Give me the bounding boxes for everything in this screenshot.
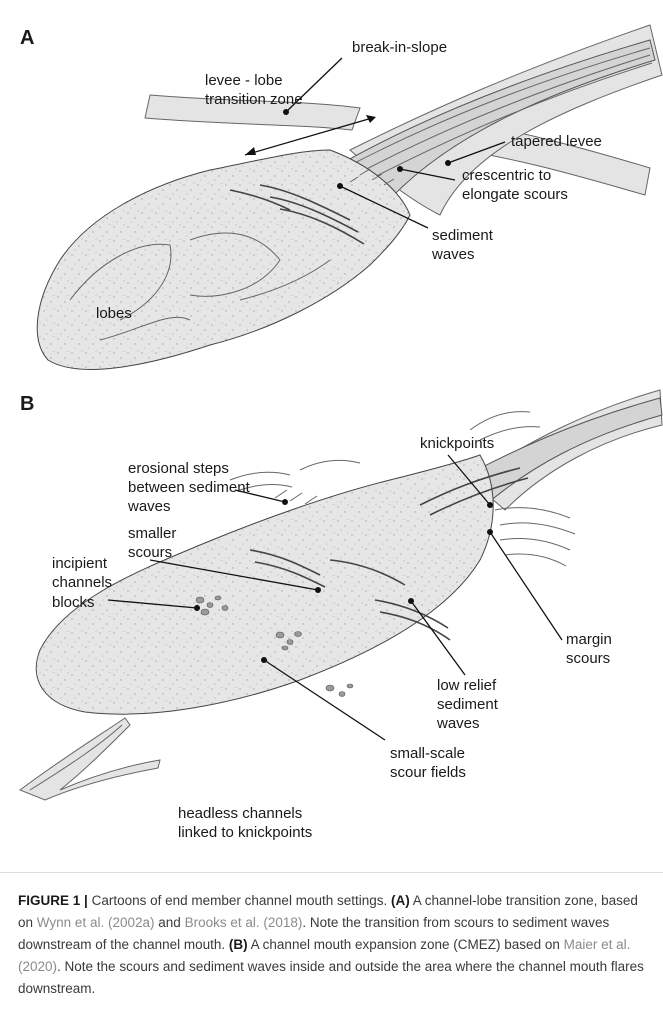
channel-mouth-diagram: A break-in-slope levee - lobe transi xyxy=(0,0,663,870)
scour-sketch xyxy=(275,490,317,504)
small-scale-label-1: small-scale xyxy=(390,745,465,762)
tapered-levee-leader-dot xyxy=(445,160,451,166)
crescentric-leader-dot xyxy=(397,166,403,172)
headless-label-1: headless channels xyxy=(178,805,302,822)
levee-lobe-label-1: levee - lobe xyxy=(205,72,283,89)
lobe-a-texture xyxy=(37,150,410,369)
tapered-levee-label: tapered levee xyxy=(511,133,602,150)
caption-and: and xyxy=(158,915,181,930)
low-relief-leader xyxy=(411,601,465,675)
levee-lobe-arrowhead-left xyxy=(245,147,256,155)
levee-lobe-label-2: transition zone xyxy=(205,91,303,108)
sediment-waves-label-2: waves xyxy=(431,246,475,263)
smaller-scours-label-1: smaller xyxy=(128,525,176,542)
figure-caption: FIGURE 1 | Cartoons of end member channe… xyxy=(18,890,648,1000)
crescentric-label-2: elongate scours xyxy=(462,186,568,203)
low-relief-label-1: low relief xyxy=(437,677,497,694)
small-scale-label-2: scour fields xyxy=(390,764,466,781)
panel-a: A break-in-slope levee - lobe transi xyxy=(20,25,662,369)
low-relief-label-3: waves xyxy=(436,715,480,732)
lobes-label: lobes xyxy=(96,305,132,322)
knickpoints-label: knickpoints xyxy=(420,435,494,452)
erosional-steps-leader-dot xyxy=(282,499,288,505)
knickpoints-leader-dot xyxy=(487,502,493,508)
caption-b-marker: (B) xyxy=(229,937,248,952)
incipient-channels-leader-dot xyxy=(315,587,321,593)
incipient-label-2: channels xyxy=(52,574,112,591)
sediment-waves-label-1: sediment xyxy=(432,227,494,244)
figure-label: FIGURE 1 xyxy=(18,893,80,908)
low-relief-label-2: sediment xyxy=(437,696,499,713)
headless-channels xyxy=(20,718,160,800)
margin-scours-leader-dot xyxy=(487,529,493,535)
sediment-waves-leader-dot xyxy=(337,183,343,189)
break-in-slope-leader-dot xyxy=(283,109,289,115)
reference-link-wynn[interactable]: Wynn et al. (2002a) xyxy=(37,915,155,930)
caption-divider xyxy=(0,872,663,873)
margin-label-1: margin xyxy=(566,631,612,648)
caption-intro: Cartoons of end member channel mouth set… xyxy=(92,893,388,908)
erosional-label-2: between sediment xyxy=(128,479,251,496)
margin-scours-leader xyxy=(490,532,562,640)
crescentric-label-1: crescentric to xyxy=(462,167,551,184)
caption-a-marker: (A) xyxy=(391,893,410,908)
caption-b-text-1: A channel mouth expansion zone (CMEZ) ba… xyxy=(251,937,560,952)
caption-b-text-2: . Note the scours and sediment waves ins… xyxy=(18,959,644,996)
incipient-label-1: incipient xyxy=(52,555,108,572)
small-scale-leader xyxy=(264,660,385,740)
panel-b-letter: B xyxy=(20,393,34,415)
low-relief-leader-dot xyxy=(408,598,414,604)
reference-link-brooks[interactable]: Brooks et al. (2018) xyxy=(185,915,303,930)
erosional-label-1: erosional steps xyxy=(128,460,229,477)
break-in-slope-label: break-in-slope xyxy=(352,39,447,56)
margin-label-2: scours xyxy=(566,650,610,667)
blocks-leader-dot xyxy=(194,605,200,611)
panel-a-letter: A xyxy=(20,27,34,49)
smaller-scours-label-2: scours xyxy=(128,544,172,561)
caption-separator: | xyxy=(84,893,88,908)
erosional-label-3: waves xyxy=(127,498,171,515)
blocks-label: blocks xyxy=(52,594,95,611)
small-scale-leader-dot xyxy=(261,657,267,663)
headless-label-2: linked to knickpoints xyxy=(178,824,312,841)
panel-b: B xyxy=(20,390,662,841)
